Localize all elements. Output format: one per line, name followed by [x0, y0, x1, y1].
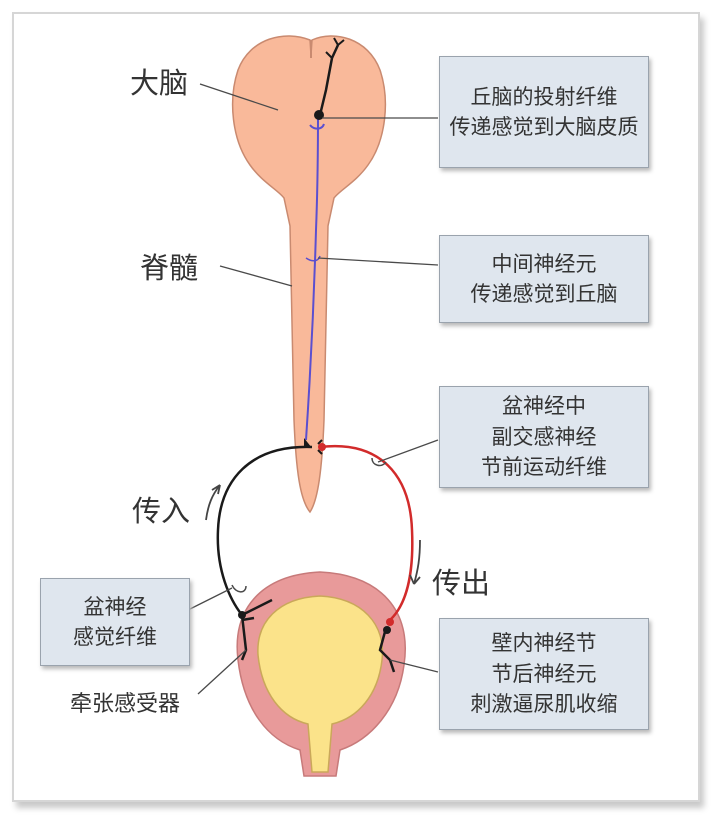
box-pelvic-parasympathetic-line-1: 盆神经中: [502, 394, 586, 419]
efferent-arrow-icon: [413, 539, 421, 585]
box-pelvic-sensory-line-2: 感觉纤维: [73, 625, 157, 649]
box-pelvic-sensory-line-1: 盆神经: [83, 594, 147, 619]
ascending-fiber: [305, 111, 319, 441]
afferent-arrow-icon: [205, 484, 221, 521]
box-thalamic-projection: 丘脑的投射纤维 传递感觉到大脑皮质: [439, 56, 649, 168]
box-interneuron-line-2: 传递感觉到丘脑: [470, 282, 618, 306]
label-afferent: 传入: [132, 494, 191, 528]
bladder-lumen: [257, 595, 384, 773]
box-intramural-ganglion-line-2: 节后神经元: [491, 661, 597, 686]
box-interneuron: 中间神经元 传递感觉到丘脑: [439, 235, 649, 323]
label-stretch-receptor: 牵张感受器: [70, 692, 181, 717]
label-spinal-cord: 脊髓: [140, 251, 199, 285]
box-thalamic-projection-line-1: 丘脑的投射纤维: [470, 84, 618, 109]
thalamic-neuron-body: [314, 110, 324, 120]
leader-lines: [187, 83, 439, 695]
box-thalamic-projection-line-2: 传递感觉到大脑皮质: [449, 115, 639, 139]
box-interneuron-line-1: 中间神经元: [491, 251, 597, 276]
afferent-fiber: [216, 445, 313, 616]
thalamic-neuron: [318, 44, 340, 116]
efferent-fiber: [319, 444, 414, 621]
box-intramural-ganglion-line-3: 刺激逼尿肌收缩: [470, 692, 618, 717]
label-efferent: 传出: [432, 566, 491, 600]
box-pelvic-sensory: 盆神经 感觉纤维: [40, 578, 190, 666]
box-intramural-ganglion: 壁内神经节 节后神经元 刺激逼尿肌收缩: [439, 618, 649, 730]
brain-and-spinal-cord: [231, 35, 387, 514]
box-intramural-ganglion-line-1: 壁内神经节: [491, 631, 597, 656]
label-brain: 大脑: [130, 66, 189, 100]
box-pelvic-parasympathetic-line-2: 副交感神经: [491, 424, 597, 449]
box-pelvic-parasympathetic: 盆神经中 副交感神经 节前运动纤维: [439, 386, 649, 488]
box-pelvic-parasympathetic-line-3: 节前运动纤维: [481, 455, 607, 480]
